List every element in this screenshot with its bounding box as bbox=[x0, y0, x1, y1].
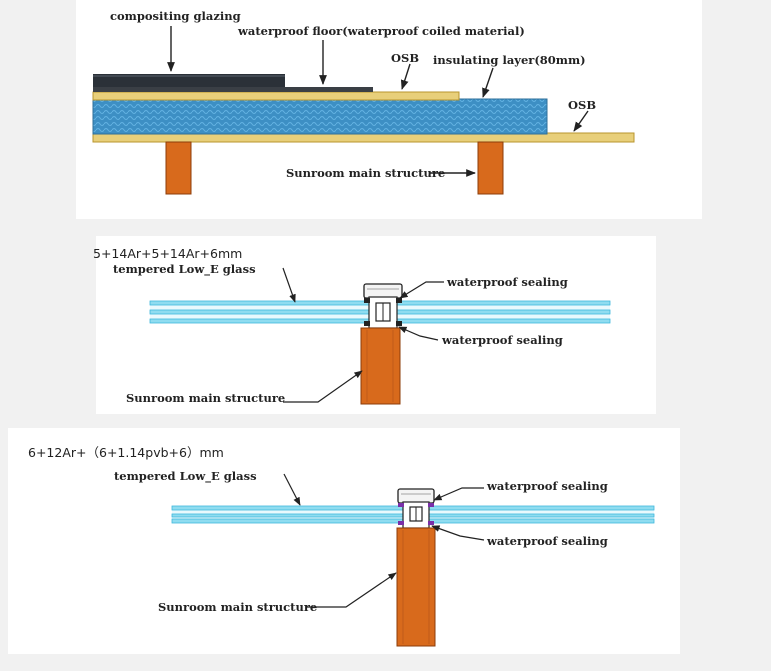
glass-2-type-label: tempered Low_E glass bbox=[114, 469, 257, 483]
pressure-cap bbox=[363, 283, 403, 299]
osb-lower-label: OSB bbox=[568, 98, 597, 112]
waterproof-floor-label: waterproof floor(waterproof coiled mater… bbox=[238, 24, 525, 38]
glass-2-main-structure-label: Sunroom main structure bbox=[158, 600, 318, 614]
insulating-layer bbox=[92, 98, 548, 135]
glass-1-sealing-top-label: waterproof sealing bbox=[447, 275, 568, 289]
compositing-glazing-label: compositing glazing bbox=[110, 9, 241, 23]
roof-main-structure-label: Sunroom main structure bbox=[286, 166, 446, 180]
osb-upper-label: OSB bbox=[391, 51, 420, 65]
glass-2-sealing-top-label: waterproof sealing bbox=[487, 479, 608, 493]
glass-section-1-drawing bbox=[149, 267, 611, 405]
glass-1-type-label: tempered Low_E glass bbox=[113, 262, 256, 276]
compositing-glazing-panel bbox=[93, 74, 285, 87]
glass-1-spec-label: 5+14Ar+5+14Ar+6mm bbox=[93, 246, 243, 261]
timber-post bbox=[360, 327, 401, 405]
insulating-layer-label: insulating layer(80mm) bbox=[433, 53, 586, 67]
timber-joist-right bbox=[477, 141, 504, 195]
waterproof-floor-membrane bbox=[93, 87, 373, 92]
glass-1-main-structure-label: Sunroom main structure bbox=[126, 391, 286, 405]
glass-2-spec-label: 6+12Ar+（6+1.14pvb+6）mm bbox=[28, 445, 224, 460]
glass-section-2-drawing bbox=[171, 473, 655, 647]
glass-2-sealing-bottom-label: waterproof sealing bbox=[487, 534, 608, 548]
roof-section-drawing bbox=[92, 26, 635, 195]
pressure-cap bbox=[397, 488, 435, 504]
osb-upper-board bbox=[92, 91, 460, 101]
glass-section-2-panel bbox=[8, 428, 680, 654]
glass-1-sealing-bottom-label: waterproof sealing bbox=[442, 333, 563, 347]
timber-joist-left bbox=[165, 141, 192, 195]
